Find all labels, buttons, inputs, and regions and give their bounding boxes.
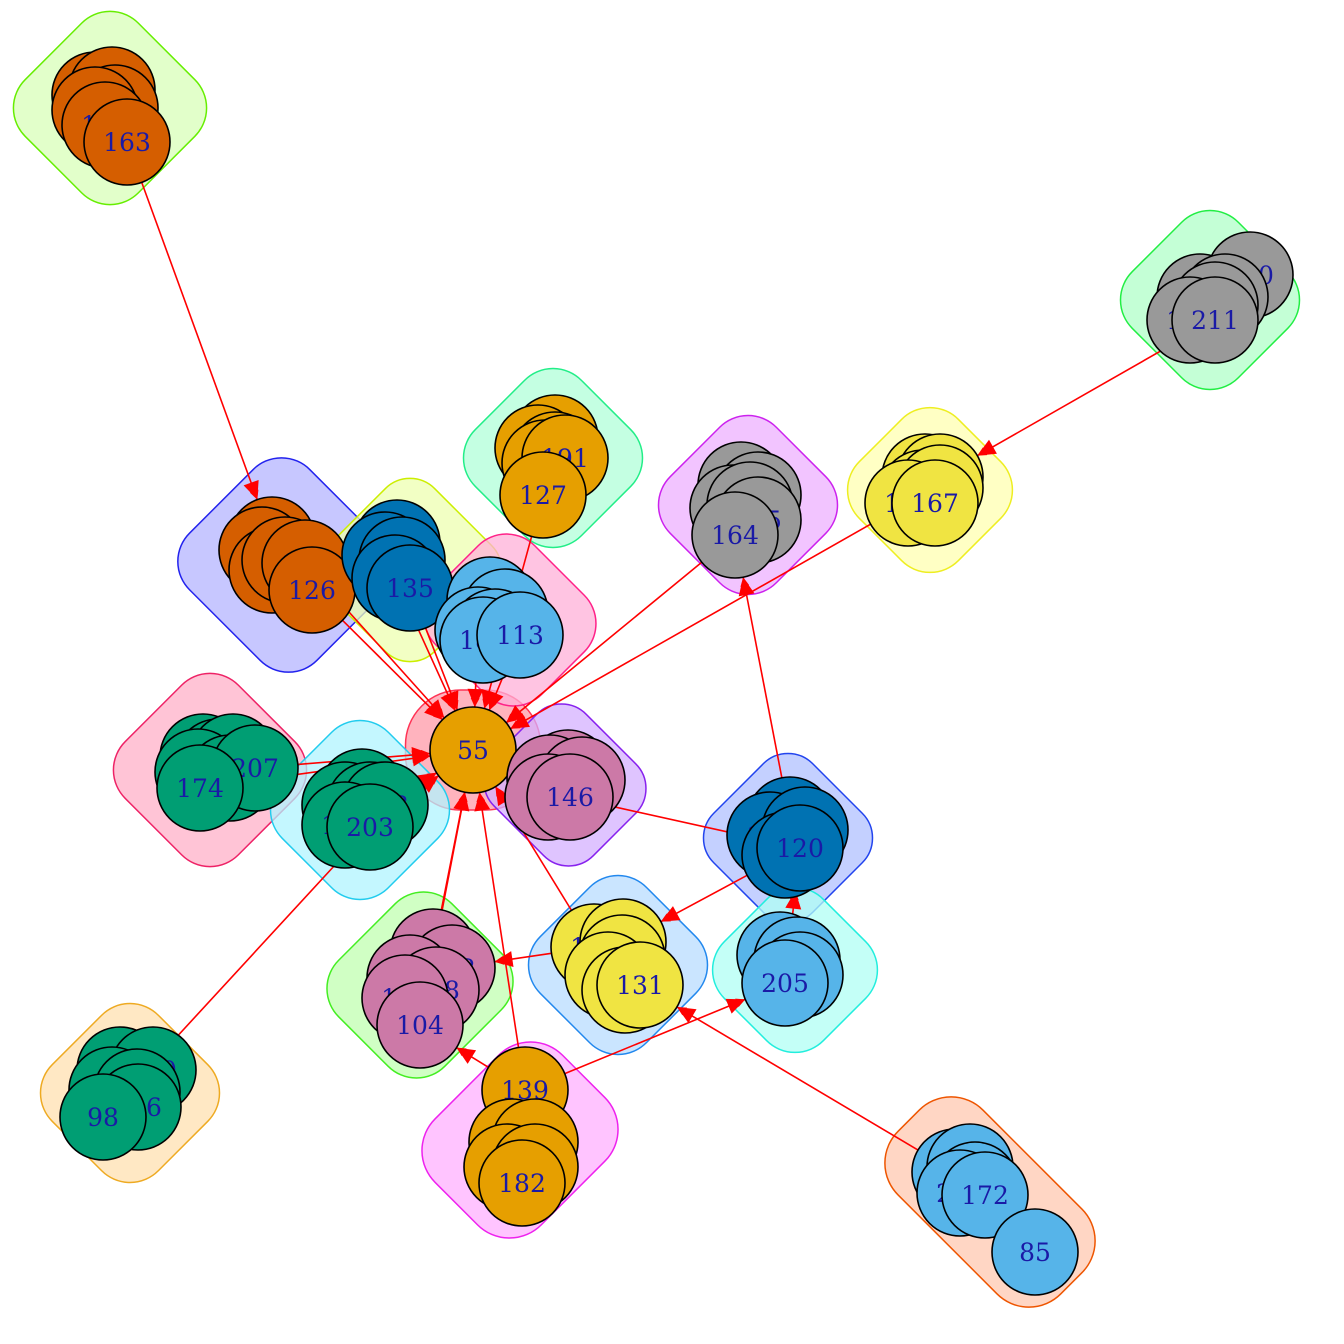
node-146[interactable]: 146 (526, 753, 614, 841)
edge-115-to-131 (676, 1006, 919, 1151)
node-131[interactable]: 131 (596, 941, 684, 1029)
node-55[interactable]: 55 (429, 706, 517, 794)
node-182[interactable]: 182 (478, 1139, 566, 1227)
node-label: 126 (288, 576, 336, 605)
node-label: 211 (1191, 306, 1239, 335)
edge-139-to-205 (564, 998, 746, 1075)
node-label: 203 (346, 813, 394, 842)
arrowhead-163-to-185 (243, 479, 259, 500)
node-label: 104 (396, 1011, 444, 1040)
node-circle[interactable] (83, 98, 171, 186)
node-circle[interactable] (429, 706, 517, 794)
node-113[interactable]: 113 (476, 591, 564, 679)
node-circle[interactable] (741, 939, 829, 1027)
arrowhead-139-to-55 (474, 792, 491, 812)
node-circle[interactable] (691, 491, 779, 579)
node-label: 163 (103, 128, 151, 157)
node-circle[interactable] (326, 783, 414, 871)
arrowhead-127-to-55 (481, 689, 497, 709)
edge-126-to-55 (341, 619, 444, 721)
arrowhead-211-to-213 (977, 439, 997, 456)
node-label: 182 (498, 1169, 546, 1198)
node-label: 172 (961, 1181, 1009, 1210)
node-85[interactable]: 85 (991, 1208, 1079, 1296)
arrowhead-205-to-120 (785, 890, 802, 910)
node-126[interactable]: 126 (268, 546, 356, 634)
arrowhead-104-to-55 (453, 792, 470, 812)
arrowhead-175-to-55 (426, 699, 445, 719)
node-label: 131 (616, 971, 664, 1000)
edge-211-to-213 (976, 340, 1179, 457)
node-104[interactable]: 104 (376, 981, 464, 1069)
node-label: 98 (87, 1103, 119, 1132)
edge-163-to-185 (140, 182, 259, 500)
edge-161-to-55 (509, 523, 872, 730)
arrowhead-115-to-131 (676, 1006, 697, 1024)
arrowhead-170-to-55 (440, 691, 456, 711)
node-label: 164 (711, 521, 759, 550)
arrowhead-130-to-178 (660, 906, 681, 922)
node-120[interactable]: 120 (756, 804, 844, 892)
node-label: 113 (496, 621, 544, 650)
node-label: 135 (386, 574, 434, 603)
node-label: 205 (761, 969, 809, 998)
group-hulls (12, 10, 1301, 1308)
arrowhead-140-to-55 (495, 786, 512, 807)
node-211[interactable]: 211 (1171, 276, 1259, 364)
node-label: 174 (176, 774, 224, 803)
node-label: 85 (1019, 1238, 1051, 1267)
node-circle[interactable] (59, 1073, 147, 1161)
node-135[interactable]: 135 (366, 544, 454, 632)
node-label: 127 (519, 481, 567, 510)
node-205[interactable]: 205 (741, 939, 829, 1027)
node-167[interactable]: 167 (891, 459, 979, 547)
arrowhead-161-to-55 (510, 712, 530, 729)
node-circle[interactable] (941, 1151, 1029, 1239)
node-label: 167 (911, 489, 959, 518)
nodes: 5513717913210517316318517612119717512615… (51, 46, 1294, 1296)
node-label: 120 (776, 834, 824, 863)
node-circle[interactable] (891, 459, 979, 547)
node-circle[interactable] (476, 591, 564, 679)
node-circle[interactable] (1171, 276, 1259, 364)
arrowhead-139-to-104 (456, 1047, 477, 1064)
node-174[interactable]: 174 (156, 744, 244, 832)
node-circle[interactable] (499, 451, 587, 539)
node-127[interactable]: 127 (499, 451, 587, 539)
edge-171-to-164 (740, 577, 783, 778)
node-label: 55 (457, 736, 489, 765)
node-203[interactable]: 203 (326, 783, 414, 871)
node-circle[interactable] (478, 1139, 566, 1227)
node-163[interactable]: 163 (83, 98, 171, 186)
node-circle[interactable] (596, 941, 684, 1029)
node-circle[interactable] (376, 981, 464, 1069)
node-label: 146 (546, 783, 594, 812)
edge-139-to-55 (476, 792, 520, 1048)
edge-164-to-55 (505, 561, 703, 724)
node-172[interactable]: 172 (941, 1151, 1029, 1239)
arrowhead-123-to-55 (417, 772, 437, 790)
arrowhead-174-to-55 (411, 750, 431, 767)
node-circle[interactable] (756, 804, 844, 892)
arrowhead-145-to-55 (467, 688, 484, 708)
node-circle[interactable] (991, 1208, 1079, 1296)
node-circle[interactable] (526, 753, 614, 841)
node-98[interactable]: 98 (59, 1073, 147, 1161)
arrowhead-140-to-142 (494, 951, 514, 967)
edge-175-to-55 (333, 594, 445, 719)
node-circle[interactable] (156, 744, 244, 832)
arrowhead-139-to-205 (725, 998, 746, 1014)
arrowhead-171-to-164 (738, 577, 755, 597)
node-164[interactable]: 164 (691, 491, 779, 579)
